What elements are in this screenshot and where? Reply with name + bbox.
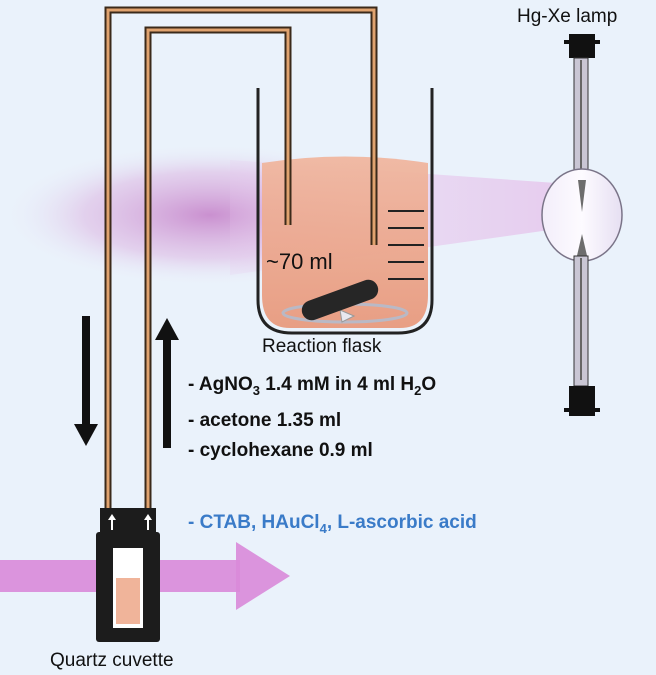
tubing	[104, 6, 378, 520]
volume-label: ~70 ml	[266, 249, 333, 274]
reagent-list: - AgNO3 1.4 mM in 4 ml H2O - acetone 1.3…	[188, 370, 436, 466]
flow-arrow-up	[155, 318, 179, 448]
lamp-label: Hg-Xe lamp	[517, 6, 618, 27]
reaction-flask	[256, 88, 434, 335]
flow-arrow-down	[74, 316, 98, 446]
reagent-agno3: - AgNO3 1.4 mM in 4 ml H2O	[188, 374, 437, 398]
flask-label: Reaction flask	[262, 336, 382, 357]
quartz-cuvette	[96, 508, 160, 642]
reagent-acetone: - acetone 1.35 ml	[188, 409, 342, 431]
hg-xe-lamp	[541, 34, 623, 416]
stir-bar	[301, 279, 379, 321]
reagent-cyclohexane: - cyclohexane 0.9 ml	[188, 439, 373, 461]
additives-list: - CTAB, HAuCl4, L-ascorbic acid	[188, 512, 477, 536]
graduation-marks	[388, 210, 424, 280]
cuvette-label: Quartz cuvette	[50, 650, 174, 671]
stir-arrow-head	[339, 309, 356, 323]
